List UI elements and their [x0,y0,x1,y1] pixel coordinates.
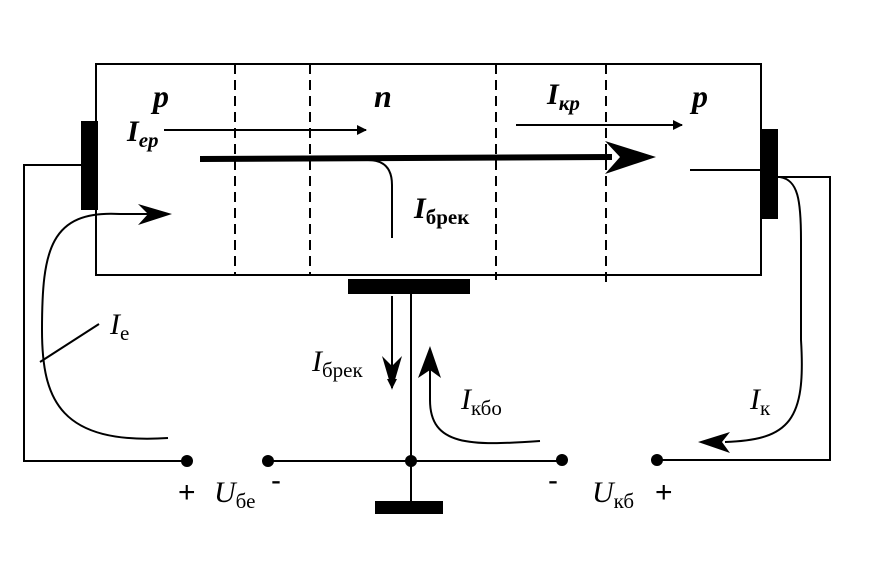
i-k-arrow [724,176,803,443]
label-i-kbo: Iкбо [461,383,502,420]
sign-kb-plus: + [655,476,673,509]
i-brek-branch [367,159,393,238]
i-brek-down-head [382,356,402,390]
terminal-be-plus [181,455,193,467]
collector-circuit-wire [657,176,831,461]
label-i-ep: Iep [127,115,159,152]
i-e-leader [39,323,100,363]
label-i-e: Iе [110,308,130,345]
i-e-arrow [40,212,169,440]
label-i-kp: Iкр [547,78,580,115]
label-i-brek-bottom: Iбрек [312,345,363,382]
label-i-k: Iк [750,383,771,420]
emitter-electrode [81,121,98,210]
collector-electrode [761,129,778,219]
label-u-kb: Uкб [592,476,635,513]
sign-be-plus: + [178,476,196,509]
i-kbo-head [418,346,441,378]
i-k-head [698,432,730,453]
i-kbo-arrow [429,352,541,445]
region-emitter-label: p [153,78,169,114]
region-base-label: n [374,78,392,114]
terminal-kb-plus [651,454,663,466]
base-electrode-inner [351,282,467,291]
main-current-arrowhead [605,141,656,174]
terminal-base-node [405,455,417,467]
label-i-brek-top: Iбрек [414,192,470,229]
main-current-arrow-shaft [199,154,613,162]
region-collector-label: p [692,78,708,114]
terminal-kb-minus [556,454,568,466]
crystal-body [95,63,762,276]
sign-be-minus: - [271,464,281,497]
label-u-be: Uбе [214,476,256,513]
i-e-head [138,204,172,225]
sign-kb-minus: - [548,464,558,497]
emitter-circuit-wire [23,164,187,462]
terminal-be-minus [262,455,274,467]
ground-bar [375,501,443,514]
